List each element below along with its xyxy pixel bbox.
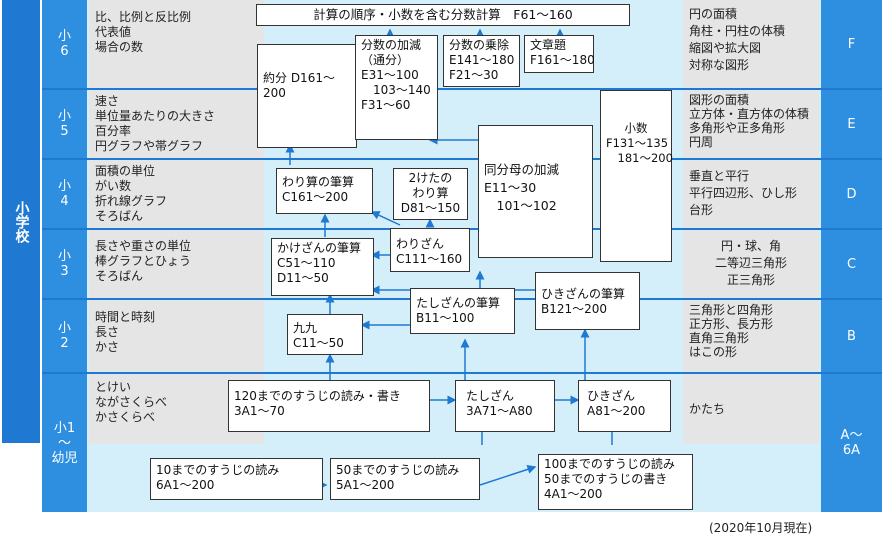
grade-label-5: 小 5: [42, 90, 87, 158]
left-topics-2: 時間と時刻 長さ かさ: [89, 300, 264, 372]
box-yomikaki120: 120までのすうじの読み・書き 3A1〜70: [228, 380, 430, 432]
arrow-yomi50-yomi100: [479, 465, 537, 486]
grade-code-c: C: [821, 230, 882, 298]
box-bunshodai: 文章題 F161〜180: [524, 35, 595, 73]
left-topics-3: 長さや重さの単位 棒グラフとひょう そろばん: [89, 230, 264, 298]
date-note: (2020年10月現在): [709, 521, 813, 535]
box-kuku: 九九 C11〜50: [287, 314, 363, 355]
box-yomi50: 50までのすうじの読み 5A1〜200: [330, 458, 480, 500]
grade-code-b: B: [821, 300, 882, 372]
box-warizan: わりざん C111〜160: [390, 228, 470, 272]
box-bunsu-jojo: 分数の乗除 E141〜180 F21〜30: [443, 35, 520, 87]
grade-label-3: 小 3: [42, 230, 87, 298]
box-keisan: 計算の順序・小数を含む分数計算 F61〜160: [256, 4, 630, 26]
box-futaketa: 2けたの わり算 D81〜150: [393, 168, 468, 220]
box-shosu: 小数 F131〜135 181〜200: [600, 90, 673, 262]
right-topics-2: 三角形と四角形 正方形、長方形 直角三角形 はこの形: [683, 300, 819, 372]
arrow-warizan-warizanhissan: [370, 211, 401, 226]
left-topics-4: 面積の単位 がい数 折れ線グラフ そろばん: [89, 160, 264, 228]
box-hikizan: ひきざん A81〜200: [578, 380, 671, 432]
box-yomi10: 10までのすうじの読み 6A1〜200: [150, 458, 323, 500]
grade-code-d: D: [821, 160, 882, 228]
box-warizan-hissan: わり算の筆算 C161〜200: [276, 168, 373, 214]
box-yakubun: 約分 D161〜200: [257, 44, 357, 148]
right-topics-4: 垂直と平行 平行四辺形、ひし形 台形: [683, 160, 819, 228]
right-topics-1: かたち: [683, 374, 819, 444]
right-topics-6: 円の面積 角柱・円柱の体積 縮図や拡大図 対称な図形: [683, 0, 819, 88]
left-topics-6: 比、比例と反比例 代表値 場合の数: [89, 0, 264, 88]
school-label-text: 小学校: [13, 200, 30, 243]
box-bunsu-kagen: 分数の加減 （通分） E31〜100 103〜140 F31〜60: [355, 35, 438, 140]
grade-label-4: 小 4: [42, 160, 87, 228]
box-yomikaki100: 100までのすうじの読み 50までのすうじの書き 4A1〜200: [538, 454, 693, 510]
grade-label-6: 小 6: [42, 0, 87, 88]
box-kakezan-hissan: かけざんの筆算 C51〜110 D11〜50: [271, 238, 374, 296]
grade-code-a: A〜 6A: [821, 374, 882, 512]
box-tashizan: たしざん 3A71〜A80: [455, 380, 555, 432]
grade-label-2: 小 2: [42, 300, 87, 372]
left-topics-5: 速さ 単位量あたりの大きさ 百分率 円グラフや帯グラフ: [89, 90, 264, 158]
grade-label-1: 小1 〜 幼児: [42, 374, 87, 512]
right-topics-3: 円・球、角 二等辺三角形 正三角形: [683, 230, 819, 298]
right-topics-5: 図形の面積 立方体・直方体の体積 多角形や正多角形 円周: [683, 90, 819, 158]
school-label: 小学校: [2, 0, 40, 443]
box-hikizan-hissan: ひきざんの筆算 B121〜200: [535, 272, 640, 330]
box-tashizan-hissan: たしざんの筆算 B11〜100: [410, 288, 515, 334]
box-dobunbo: 同分母の加減 E11〜30 101〜102: [478, 125, 593, 258]
grade-code-f: F: [821, 0, 882, 88]
grade-code-e: E: [821, 90, 882, 158]
